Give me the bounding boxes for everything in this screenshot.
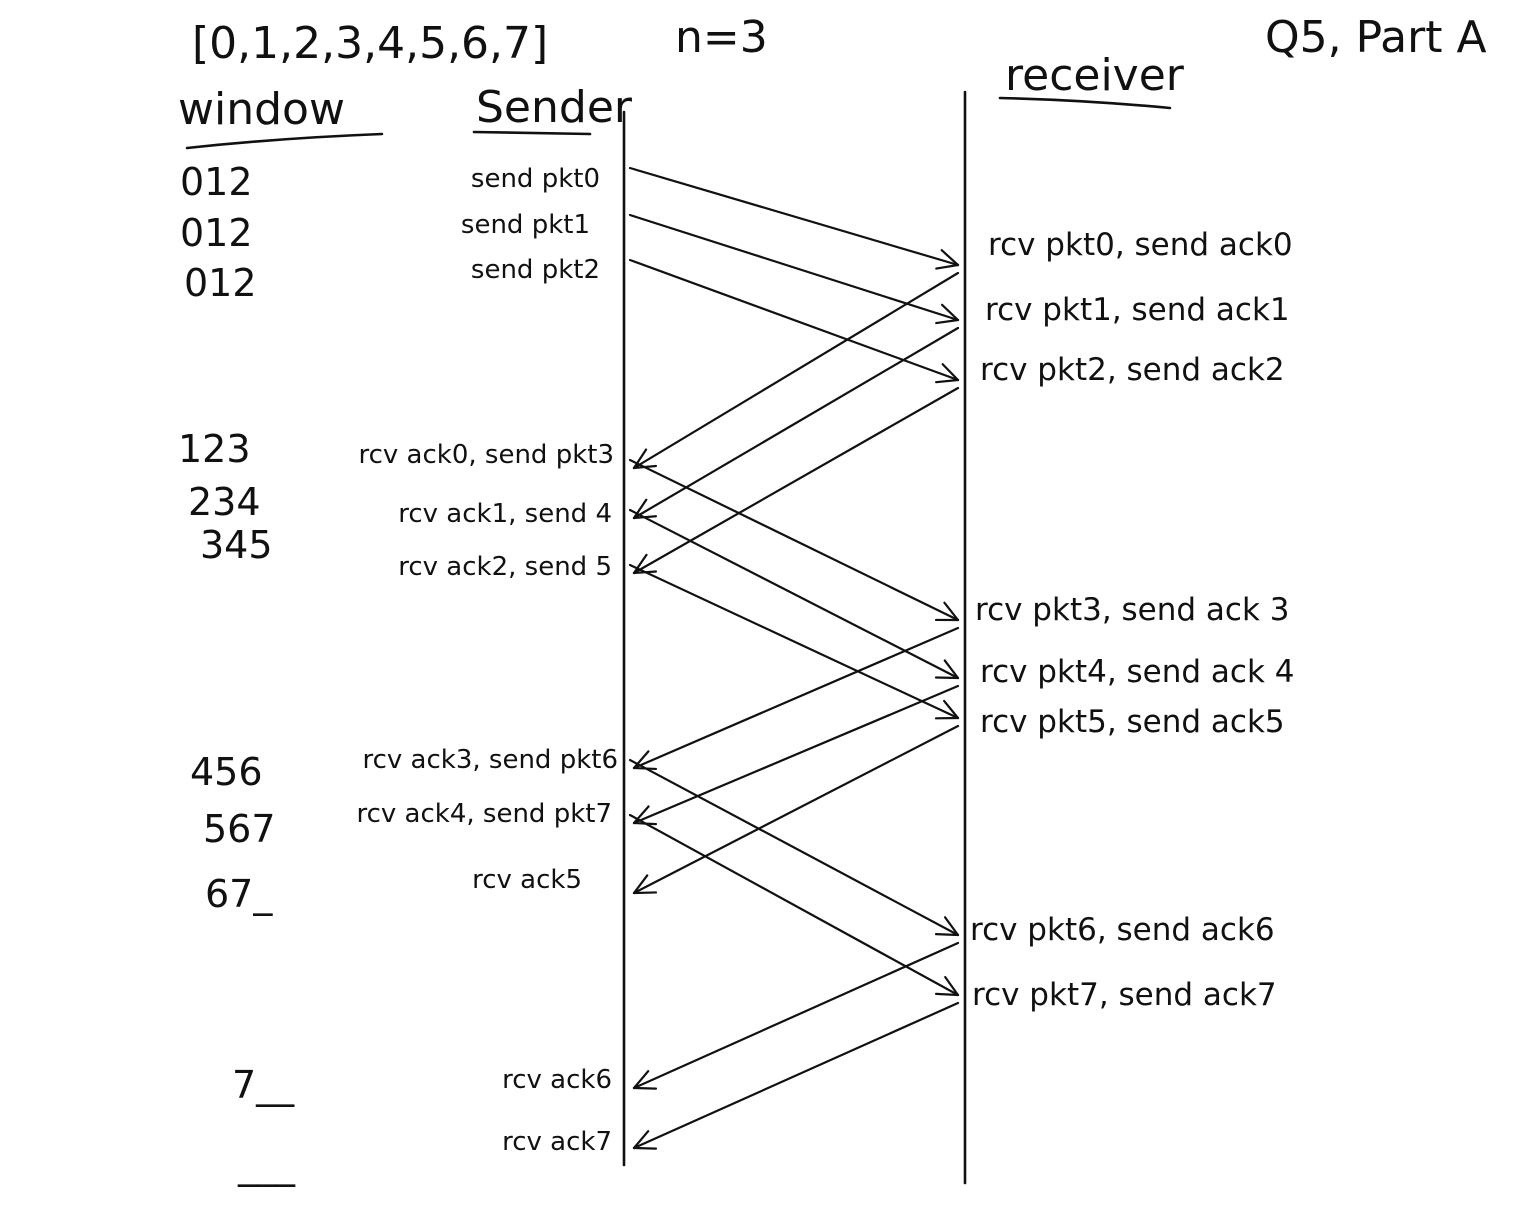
ack-arrow	[632, 724, 960, 895]
sequence-label: [0,1,2,3,4,5,6,7]	[192, 18, 548, 69]
sender-event: rcv ack4, send pkt7	[356, 799, 612, 829]
packet-arrow	[628, 563, 960, 720]
sender-event: rcv ack6	[502, 1065, 612, 1095]
window-size-label: n=3	[675, 12, 768, 63]
packet-arrow	[628, 758, 960, 937]
window-state: 7__	[232, 1063, 295, 1107]
ack-arrow	[632, 626, 960, 771]
receiver-column-header: receiver	[1005, 50, 1185, 101]
packet-arrows	[628, 166, 960, 997]
packet-arrow	[628, 258, 960, 384]
sender-event: send pkt1	[461, 210, 590, 240]
window-header-underline	[185, 132, 384, 150]
receiver-events: rcv pkt0, send ack0 rcv pkt1, send ack1 …	[970, 227, 1295, 1013]
ack-arrows	[632, 271, 960, 1150]
receiver-event: rcv pkt2, send ack2	[980, 352, 1285, 388]
packet-arrow	[628, 166, 960, 270]
receiver-event: rcv pkt6, send ack6	[970, 912, 1275, 948]
page-title: Q5, Part A	[1265, 12, 1487, 63]
receiver-event: rcv pkt5, send ack5	[980, 704, 1285, 740]
window-state: 234	[188, 480, 261, 524]
window-state: 345	[200, 523, 273, 567]
sender-event: rcv ack0, send pkt3	[358, 440, 614, 470]
window-state: 123	[178, 427, 251, 471]
receiver-header-underline	[998, 96, 1172, 110]
window-state: 456	[190, 750, 263, 794]
sender-event: rcv ack5	[472, 865, 582, 895]
sender-event: rcv ack1, send 4	[398, 499, 612, 529]
window-state: 012	[180, 211, 253, 255]
sender-header-underline	[472, 130, 592, 136]
ack-arrow	[632, 1001, 960, 1150]
sender-event: rcv ack3, send pkt6	[362, 745, 618, 775]
sender-event: rcv ack7	[502, 1127, 612, 1157]
window-states: 012 012 012 123 234 345 456 567 67_ 7__ …	[178, 160, 296, 1187]
ack-arrow	[632, 271, 960, 470]
packet-arrow	[628, 213, 960, 325]
packet-arrow	[628, 508, 960, 680]
ack-arrow	[632, 941, 960, 1090]
sender-event: send pkt0	[471, 164, 600, 194]
sender-events: send pkt0 send pkt1 send pkt2 rcv ack0, …	[356, 164, 618, 1157]
ack-arrow	[632, 326, 960, 520]
receiver-event: rcv pkt7, send ack7	[972, 977, 1277, 1013]
window-state: ___	[237, 1143, 296, 1187]
receiver-event: rcv pkt0, send ack0	[988, 227, 1293, 263]
sender-column-header: Sender	[476, 82, 633, 133]
window-state: 012	[184, 261, 257, 305]
window-state: 67_	[205, 872, 273, 916]
window-state: 012	[180, 160, 253, 204]
sender-event: rcv ack2, send 5	[398, 552, 612, 582]
window-column-header: window	[178, 84, 345, 135]
receiver-event: rcv pkt4, send ack 4	[980, 654, 1295, 690]
receiver-event: rcv pkt3, send ack 3	[975, 592, 1290, 628]
ack-arrow	[632, 386, 960, 575]
window-state: 567	[203, 807, 276, 851]
sender-event: send pkt2	[471, 255, 600, 285]
packet-arrow	[628, 458, 960, 622]
receiver-event: rcv pkt1, send ack1	[985, 292, 1290, 328]
ack-arrow	[632, 684, 960, 826]
packet-arrow	[628, 813, 960, 997]
